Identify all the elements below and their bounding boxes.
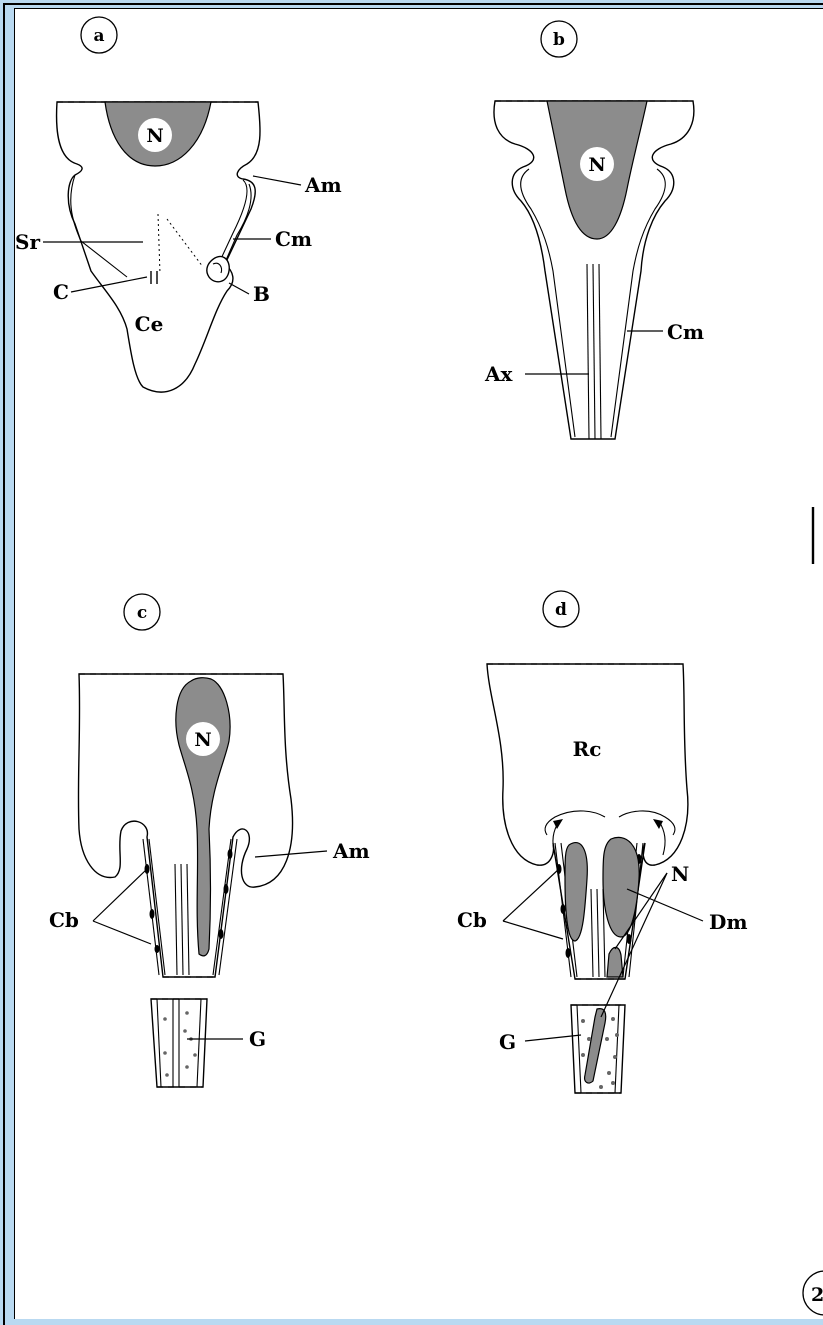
panel-d-letter: d <box>555 600 567 620</box>
panel-b-label-ax: Ax <box>484 362 514 386</box>
panel-c-letter: c <box>137 603 147 623</box>
panel-b-nucleus-label: N <box>588 154 605 176</box>
panel-a-am-leader <box>253 176 301 185</box>
spermatid-diagram: a N Am Sr Cm C B Ce b <box>15 9 823 1319</box>
panel-b-label-cm: Cm <box>667 320 704 344</box>
panel-d-label-dm: Dm <box>709 910 748 934</box>
panel-a-label-cm: Cm <box>275 227 312 251</box>
panel-a: a N Am Sr Cm C B Ce <box>15 17 342 392</box>
panel-c-nucleus-label: N <box>194 729 211 751</box>
page-number: 25 <box>811 1284 823 1306</box>
panel-c-cb-leader-2 <box>93 921 151 944</box>
panel-a-b-leader <box>229 283 249 294</box>
panel-d-label-n: N <box>671 862 689 886</box>
panel-d-label-rc: Rc <box>573 737 602 761</box>
panel-d-cb-leader-2 <box>503 921 563 939</box>
panel-a-label-sr: Sr <box>15 230 40 254</box>
panel-a-label-c: C <box>53 280 69 304</box>
panel-d-label-cb: Cb <box>457 908 487 932</box>
panel-a-nucleus-label: N <box>146 125 163 147</box>
panel-a-letter: a <box>93 26 104 46</box>
panel-d-cb-leader-1 <box>503 869 559 921</box>
panel-b-letter: b <box>553 30 565 50</box>
panel-d: d Rc <box>457 591 748 1093</box>
figure-page: a N Am Sr Cm C B Ce b <box>14 8 823 1319</box>
panel-c-label-g: G <box>249 1027 266 1051</box>
panel-c: c N Am Cb <box>49 594 370 1087</box>
panel-c-cb-leader-1 <box>93 869 147 921</box>
panel-d-label-g: G <box>499 1030 516 1054</box>
panel-a-label-ce: Ce <box>135 312 164 336</box>
panel-d-dm-leader <box>627 889 703 921</box>
panel-a-label-b: B <box>253 282 270 306</box>
panel-b: b N Cm Ax <box>484 21 704 439</box>
panel-a-label-am: Am <box>304 173 342 197</box>
panel-c-label-cb: Cb <box>49 908 79 932</box>
panel-c-label-am: Am <box>332 839 370 863</box>
